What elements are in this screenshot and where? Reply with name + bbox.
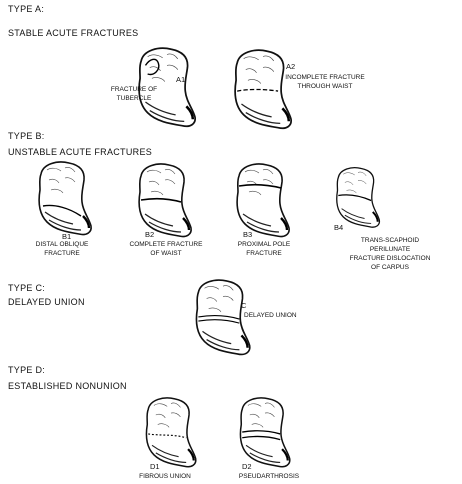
caption-c-line1: DELAYED UNION bbox=[244, 312, 297, 320]
caption-d2-line1: PSEUDARTHROSIS bbox=[224, 473, 314, 481]
code-a1: A1 bbox=[176, 76, 185, 84]
type-c-subheading: DELAYED UNION bbox=[8, 297, 85, 308]
caption-b4-line3: FRACTURE DISLOCATION bbox=[340, 255, 440, 263]
type-b-subheading: UNSTABLE ACUTE FRACTURES bbox=[8, 147, 152, 158]
caption-b2-line2: OF WAIST bbox=[120, 250, 212, 258]
type-b-heading: TYPE B: bbox=[8, 131, 45, 142]
caption-b4-line1: TRANS-SCAPHOID bbox=[340, 237, 440, 245]
caption-a2-line1: INCOMPLETE FRACTURE bbox=[280, 74, 370, 82]
caption-b2-line1: COMPLETE FRACTURE bbox=[120, 241, 212, 249]
type-a-heading: TYPE A: bbox=[8, 4, 44, 15]
caption-a2-line2: THROUGH WAIST bbox=[280, 83, 370, 91]
code-b2: B2 bbox=[145, 231, 154, 239]
code-b1: B1 bbox=[62, 233, 71, 241]
caption-b3-line1: PROXIMAL POLE bbox=[222, 241, 306, 249]
code-b3: B3 bbox=[243, 231, 252, 239]
caption-b4-line2: PERILUNATE bbox=[340, 246, 440, 254]
code-c: C bbox=[241, 302, 246, 310]
code-d1: D1 bbox=[150, 463, 160, 471]
type-d-subheading: ESTABLISHED NONUNION bbox=[8, 381, 127, 392]
caption-a1-line2: TUBERCLE bbox=[94, 95, 174, 103]
caption-b1-line2: FRACTURE bbox=[20, 250, 104, 258]
scaphoid-b1-illustration bbox=[32, 160, 98, 238]
code-b4: B4 bbox=[334, 224, 343, 232]
caption-b4-line4: OF CARPUS bbox=[340, 264, 440, 272]
caption-b3-line2: FRACTURE bbox=[222, 250, 306, 258]
scaphoid-b3-illustration bbox=[230, 162, 296, 240]
type-a-subheading: STABLE ACUTE FRACTURES bbox=[8, 28, 138, 39]
type-c-heading: TYPE C: bbox=[8, 283, 45, 294]
code-a2: A2 bbox=[286, 63, 295, 71]
scaphoid-d1-illustration bbox=[138, 396, 204, 470]
caption-b1-line1: DISTAL OBLIQUE bbox=[20, 241, 104, 249]
code-d2: D2 bbox=[242, 463, 252, 471]
scaphoid-b4-illustration bbox=[328, 166, 388, 230]
scaphoid-d2-illustration bbox=[232, 396, 298, 470]
type-d-heading: TYPE D: bbox=[8, 365, 45, 376]
caption-d1-line1: FIBROUS UNION bbox=[130, 473, 200, 481]
scaphoid-b2-illustration bbox=[132, 162, 198, 240]
caption-a1-line1: FRACTURE OF bbox=[94, 86, 174, 94]
